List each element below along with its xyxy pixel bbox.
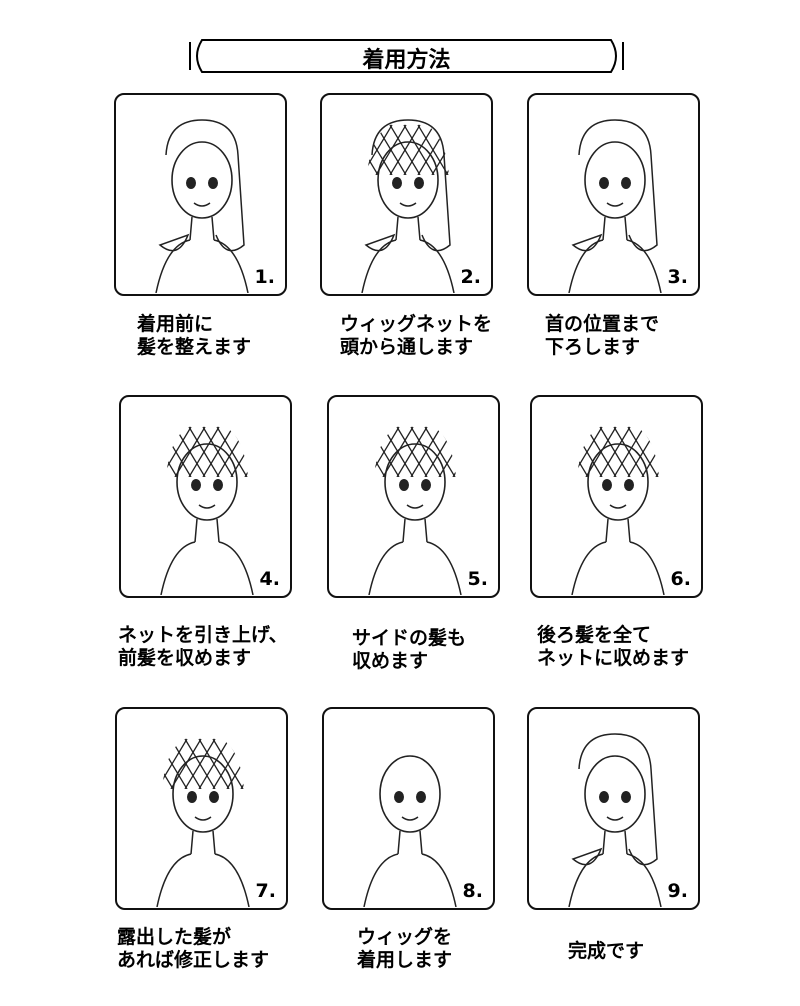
person-sketch-icon (361, 119, 455, 293)
wig-net-icon (162, 738, 244, 789)
person-sketch-icon (571, 426, 665, 595)
wig-net-icon (577, 426, 659, 477)
step-number: 9. (667, 880, 688, 902)
step-caption-8: ウィッグを 着用します (357, 926, 453, 971)
person-sketch-icon (568, 733, 662, 907)
step-number: 3. (667, 266, 688, 288)
step-caption-7: 露出した髪が あれば修正します (117, 926, 270, 971)
step-caption-3: 首の位置まで 下ろします (545, 313, 660, 358)
wig-net-icon (166, 426, 248, 477)
step-caption-2: ウィッグネットを 頭から通します (340, 313, 493, 358)
step-illustration-5: 5. (327, 395, 500, 598)
title-banner: 着用方法 (188, 38, 625, 74)
step-number: 4. (259, 568, 280, 590)
page-title: 着用方法 (362, 48, 451, 73)
step-number: 8. (462, 880, 483, 902)
step-illustration-4: 4. (119, 395, 292, 598)
step-illustration-3: 3. (527, 93, 700, 296)
person-sketch-icon (160, 426, 254, 595)
step-caption-6: 後ろ髪を全て ネットに収めます (537, 624, 690, 669)
step-illustration-8: 8. (322, 707, 495, 910)
step-number: 6. (670, 568, 691, 590)
wig-net-icon (374, 426, 456, 477)
person-sketch-icon (568, 119, 662, 293)
person-sketch-icon (156, 738, 250, 907)
step-caption-9: 完成です (568, 940, 645, 962)
step-illustration-6: 6. (530, 395, 703, 598)
title-banner-frame (189, 39, 624, 73)
person-sketch-icon (368, 426, 462, 595)
step-caption-4: ネットを引き上げ、 前髪を収めます (118, 624, 288, 669)
person-sketch-icon (363, 755, 457, 907)
step-illustration-7: 7. (115, 707, 288, 910)
step-caption-5: サイドの髪も 収めます (352, 627, 467, 672)
step-number: 5. (467, 568, 488, 590)
wig-net-icon (367, 124, 449, 175)
person-sketch-icon (155, 119, 249, 293)
step-illustration-1: 1. (114, 93, 287, 296)
step-illustration-2: 2. (320, 93, 493, 296)
step-number: 1. (254, 266, 275, 288)
step-number: 7. (255, 880, 276, 902)
step-number: 2. (460, 266, 481, 288)
step-illustration-9: 9. (527, 707, 700, 910)
step-caption-1: 着用前に 髪を整えます (137, 313, 252, 358)
